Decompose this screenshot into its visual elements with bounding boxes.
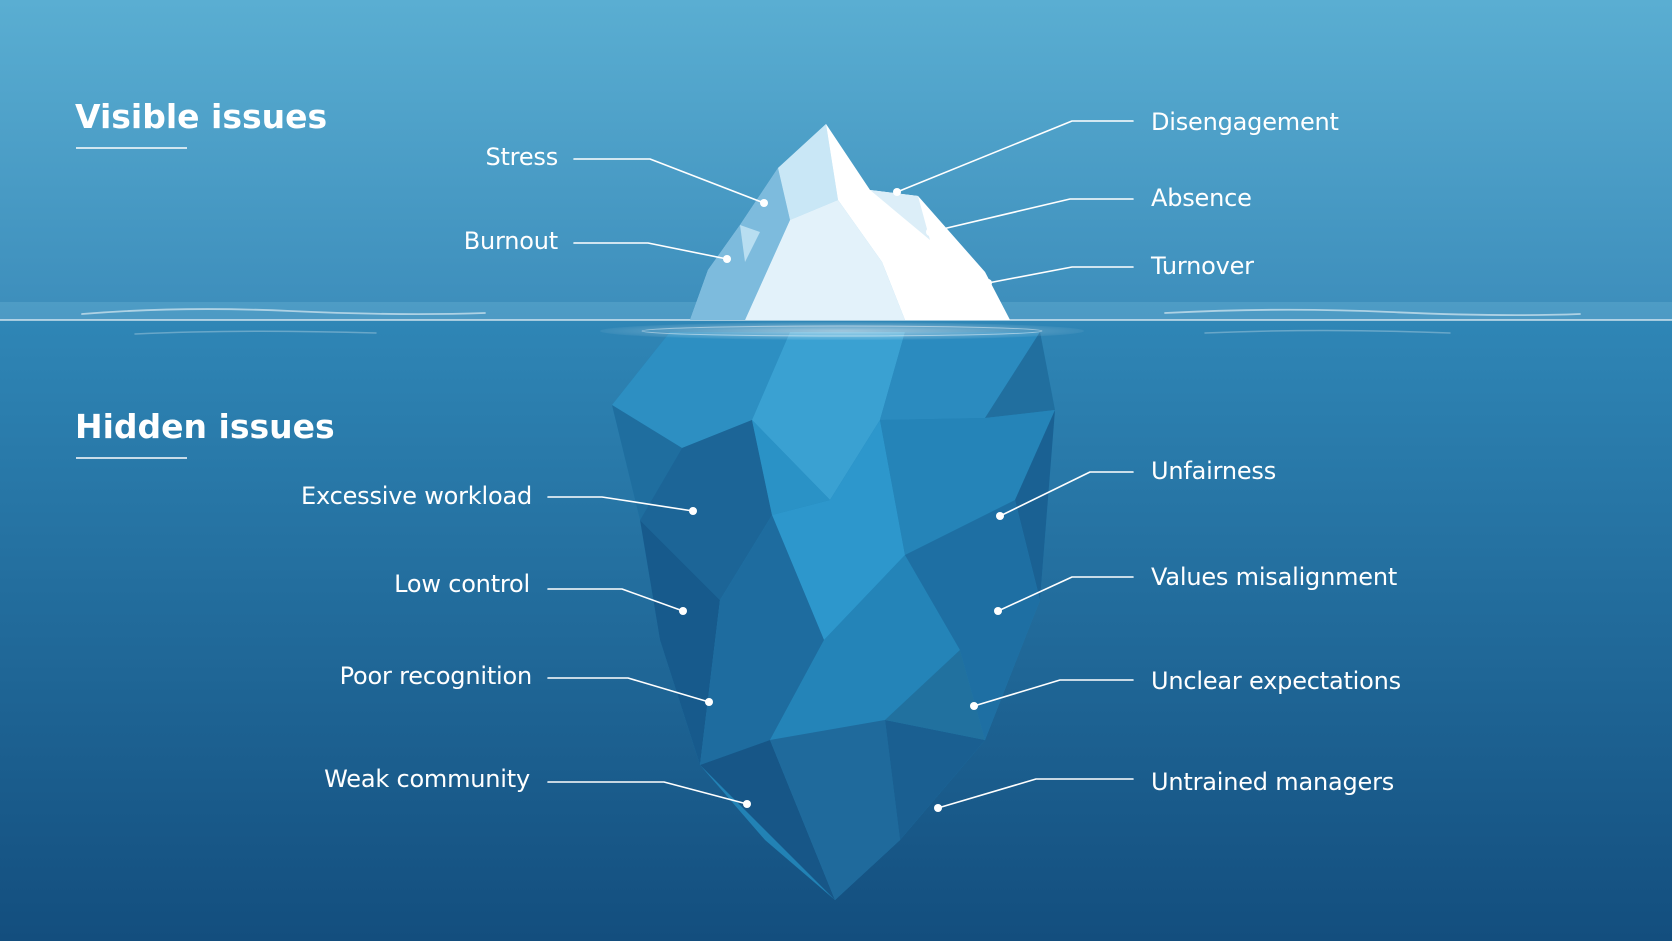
issue-label-low-control: Low control <box>394 570 530 598</box>
leader-dots <box>679 188 1004 812</box>
leader-poor-recognition-dot <box>705 698 713 706</box>
issue-label-burnout: Burnout <box>463 227 558 255</box>
leader-values-misalignment <box>997 576 1134 612</box>
leader-unfairness <box>999 471 1134 517</box>
leader-poor-recognition <box>547 677 710 703</box>
issue-label-values-misalignment: Values misalignment <box>1151 563 1398 591</box>
leader-low-control-dot <box>679 607 687 615</box>
visible-issues-underline <box>76 147 187 149</box>
visible-issues-title: Visible issues <box>75 97 328 136</box>
issue-label-stress: Stress <box>485 143 558 171</box>
leader-untrained-managers-dot <box>934 804 942 812</box>
issue-label-weak-community: Weak community <box>324 765 530 793</box>
leader-weak-community <box>547 781 748 805</box>
leader-weak-community-dot <box>743 800 751 808</box>
leader-untrained-managers <box>937 778 1134 809</box>
leader-stress <box>573 158 765 204</box>
leader-turnover-dot <box>984 279 992 287</box>
waterline-ring <box>600 322 1084 340</box>
leader-values-misalignment-dot <box>994 607 1002 615</box>
leader-absence <box>929 198 1134 233</box>
issue-label-excessive-workload: Excessive workload <box>301 482 532 510</box>
leader-burnout <box>573 242 728 260</box>
issue-label-unclear-expectations: Unclear expectations <box>1151 667 1401 695</box>
leader-burnout-dot <box>723 255 731 263</box>
iceberg-underwater <box>612 332 1055 900</box>
issue-label-disengagement: Disengagement <box>1151 108 1339 136</box>
leader-low-control <box>547 588 684 612</box>
issue-label-untrained-managers: Untrained managers <box>1151 768 1395 796</box>
leader-excessive-workload <box>547 496 694 512</box>
leader-stress-dot <box>760 199 768 207</box>
issue-label-absence: Absence <box>1151 184 1252 212</box>
hidden-issues-title: Hidden issues <box>75 407 335 446</box>
leader-lines <box>547 120 1134 809</box>
leader-unfairness-dot <box>996 512 1004 520</box>
issue-label-poor-recognition: Poor recognition <box>339 662 533 690</box>
wave-lines <box>81 308 1581 335</box>
leader-absence-dot <box>926 228 934 236</box>
hidden-issues-underline <box>76 457 187 459</box>
issue-label-turnover: Turnover <box>1151 252 1254 280</box>
leader-unclear-expectations <box>973 679 1134 707</box>
leader-disengagement <box>896 120 1134 193</box>
iceberg-tip <box>690 124 1010 320</box>
leader-turnover <box>987 266 1134 284</box>
leader-excessive-workload-dot <box>689 507 697 515</box>
issue-label-unfairness: Unfairness <box>1151 457 1277 485</box>
leader-unclear-expectations-dot <box>970 702 978 710</box>
leader-disengagement-dot <box>893 188 901 196</box>
